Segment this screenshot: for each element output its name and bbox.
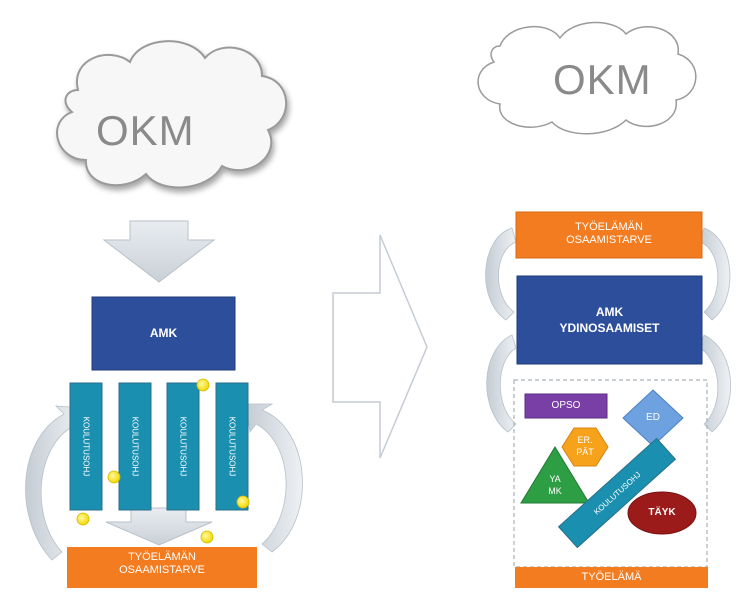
right-curve-arrow-4 — [699, 334, 731, 433]
right-top-label: TYÖELÄMÄN OSAAMISTARVE — [516, 221, 702, 247]
down-arrow — [102, 220, 216, 283]
erpat-line-1: ER. — [577, 435, 593, 445]
yellow-dot — [200, 530, 214, 544]
left-cloud-label: OKM — [96, 107, 195, 154]
program-label: KOULUTUSOHJ — [227, 416, 237, 477]
right-curve-arrow-1 — [485, 227, 517, 321]
program-label-wrap-1: KOULUTUSOHJ — [119, 383, 151, 510]
transition-arrow — [332, 234, 428, 459]
right-curve-arrow-3 — [699, 227, 731, 321]
right-amk-line-1: AMK — [595, 305, 624, 319]
program-column — [118, 382, 152, 511]
left-small-down-arrow — [105, 507, 213, 546]
program-label-wrap-0: KOULUTUSOHJ — [70, 383, 102, 510]
yamk-line-1: YA — [549, 474, 561, 484]
right-curve-arrow-2 — [486, 334, 517, 433]
right-bottom-box — [515, 567, 708, 588]
yamk-shape — [520, 446, 590, 504]
erpat-line-2: PÄT — [576, 447, 594, 457]
opso-label: OPSO — [551, 400, 581, 411]
program-column — [215, 382, 249, 511]
right-amk-line-2: YDINOSAAMISET — [559, 321, 660, 335]
program-column — [166, 382, 200, 511]
erpat-label: ER. PÄT — [562, 434, 608, 458]
program-label: KOULUTUSOHJ — [81, 416, 91, 477]
right-top-line-1: TYÖELÄMÄN — [575, 221, 643, 233]
left-amk-label: AMK — [149, 326, 178, 340]
right-amk-label: AMK YDINOSAAMISET — [517, 304, 702, 336]
tayk-label: TÄYK — [648, 507, 676, 518]
yellow-dot — [76, 512, 90, 526]
yellow-dot — [196, 378, 210, 392]
left-bottom-label: TYÖELÄMÄN OSAAMISTARVE — [67, 551, 257, 577]
yamk-line-2: MK — [548, 486, 562, 496]
right-top-box — [515, 211, 703, 259]
right-cloud — [477, 21, 697, 135]
tayk-shape — [627, 491, 697, 535]
yellow-dots — [76, 378, 250, 544]
left-bottom-line-2: OSAAMISTARVE — [119, 564, 205, 576]
left-curve-arrow-right — [245, 403, 303, 553]
yellow-dot — [107, 470, 121, 484]
yellow-dot — [236, 495, 250, 509]
yamk-label: YA MK — [535, 473, 575, 497]
erpat-shape — [561, 427, 609, 467]
program-label: KOULUTUSOHJ — [178, 416, 188, 477]
program-column — [69, 382, 103, 511]
right-amk-box — [516, 275, 703, 365]
ed-label: ED — [646, 412, 660, 423]
program-label-wrap-3: KOULUTUSOHJ — [216, 383, 248, 510]
right-top-line-2: OSAAMISTARVE — [566, 234, 652, 246]
right-program-bar — [557, 437, 677, 549]
opso-shape — [524, 393, 608, 419]
left-curve-arrow-left — [25, 405, 83, 561]
left-amk-box — [91, 296, 236, 371]
left-bottom-box — [67, 547, 257, 588]
program-columns — [69, 382, 249, 511]
right-bottom-label: TYÖELÄMÄ — [581, 571, 642, 583]
program-label-wrap-2: KOULUTUSOHJ — [167, 383, 199, 510]
program-label: KOULUTUSOHJ — [130, 416, 140, 477]
right-cloud-label: OKM — [553, 56, 652, 103]
left-bottom-line-1: TYÖELÄMÄN — [128, 551, 196, 563]
left-cloud — [56, 40, 287, 189]
